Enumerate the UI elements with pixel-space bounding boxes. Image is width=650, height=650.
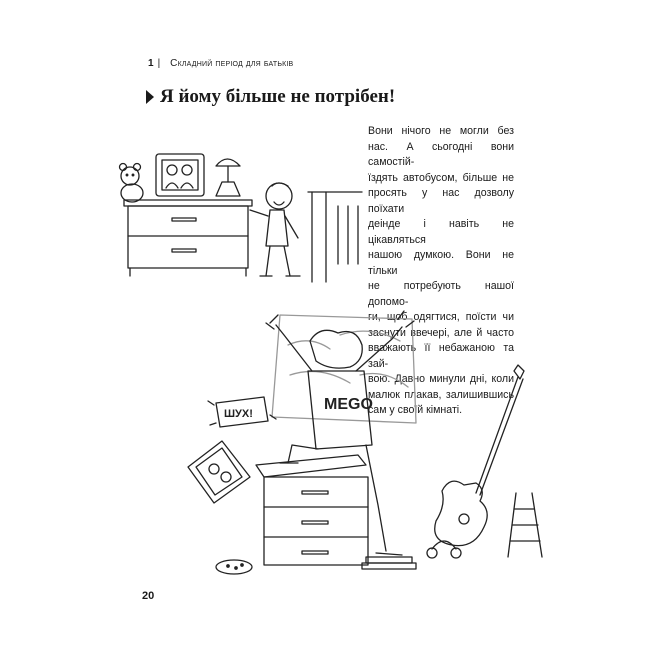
shirt-text: MEGO xyxy=(324,396,373,413)
text-line: їздять автобусом, більше не xyxy=(368,171,514,184)
text-line: не потребують нашої допомо- xyxy=(368,280,514,308)
chapter-title: Складний період для батьків xyxy=(170,57,294,69)
text-line: малюк плакав, залишившись xyxy=(368,388,514,401)
guitar-icon xyxy=(434,364,525,547)
heading-marker-icon xyxy=(146,90,154,104)
teen-on-dresser-illustration: ШУХ! MEGO xyxy=(187,310,543,575)
teddy-bear-icon xyxy=(118,162,144,203)
shukh-sign-text: ШУХ! xyxy=(224,408,253,420)
text-line: вважають її небажаною та зай- xyxy=(368,342,514,370)
section-title: Я йому більше не потрібен! xyxy=(160,86,396,107)
text-line: вою. Давно минули дні, коли xyxy=(368,373,514,385)
photo-frame-icon xyxy=(155,153,205,197)
lamp-icon xyxy=(215,158,241,197)
text-line: просять у нас дозволу поїхати xyxy=(368,187,514,215)
text-line: заснути ввечері, але й часто xyxy=(368,326,514,339)
dresser-icon xyxy=(255,454,369,566)
text-line: Вони нічого не могли без xyxy=(368,125,514,137)
child-at-dresser-illustration xyxy=(118,153,363,283)
child-icon xyxy=(249,182,301,277)
text-line: нашою думкою. Вони не тільки xyxy=(368,249,514,277)
teen-icon: MEGO xyxy=(265,310,415,556)
headphones-icon xyxy=(426,540,462,559)
tilted-frame-icon xyxy=(187,440,251,504)
dresser-icon xyxy=(123,199,253,277)
chapter-separator: | xyxy=(157,57,161,69)
door-icon xyxy=(307,191,363,283)
chapter-number: 1 xyxy=(148,57,154,69)
plate-icon xyxy=(215,559,253,575)
text-line: ги, щоб одягтися, поїсти чи xyxy=(368,311,514,323)
shukh-sign-icon: ШУХ! xyxy=(207,396,277,428)
section-heading: Я йому більше не потрібен! xyxy=(146,86,395,108)
page-number: 20 xyxy=(142,590,155,602)
text-line: нас. А сьогодні вони самостій- xyxy=(368,140,514,169)
running-head: 1 | Складний період для батьків xyxy=(148,55,293,71)
text-line: деінде і навіть не цікавляться xyxy=(368,218,514,246)
ladder-icon xyxy=(507,492,543,558)
books-icon xyxy=(361,556,417,570)
